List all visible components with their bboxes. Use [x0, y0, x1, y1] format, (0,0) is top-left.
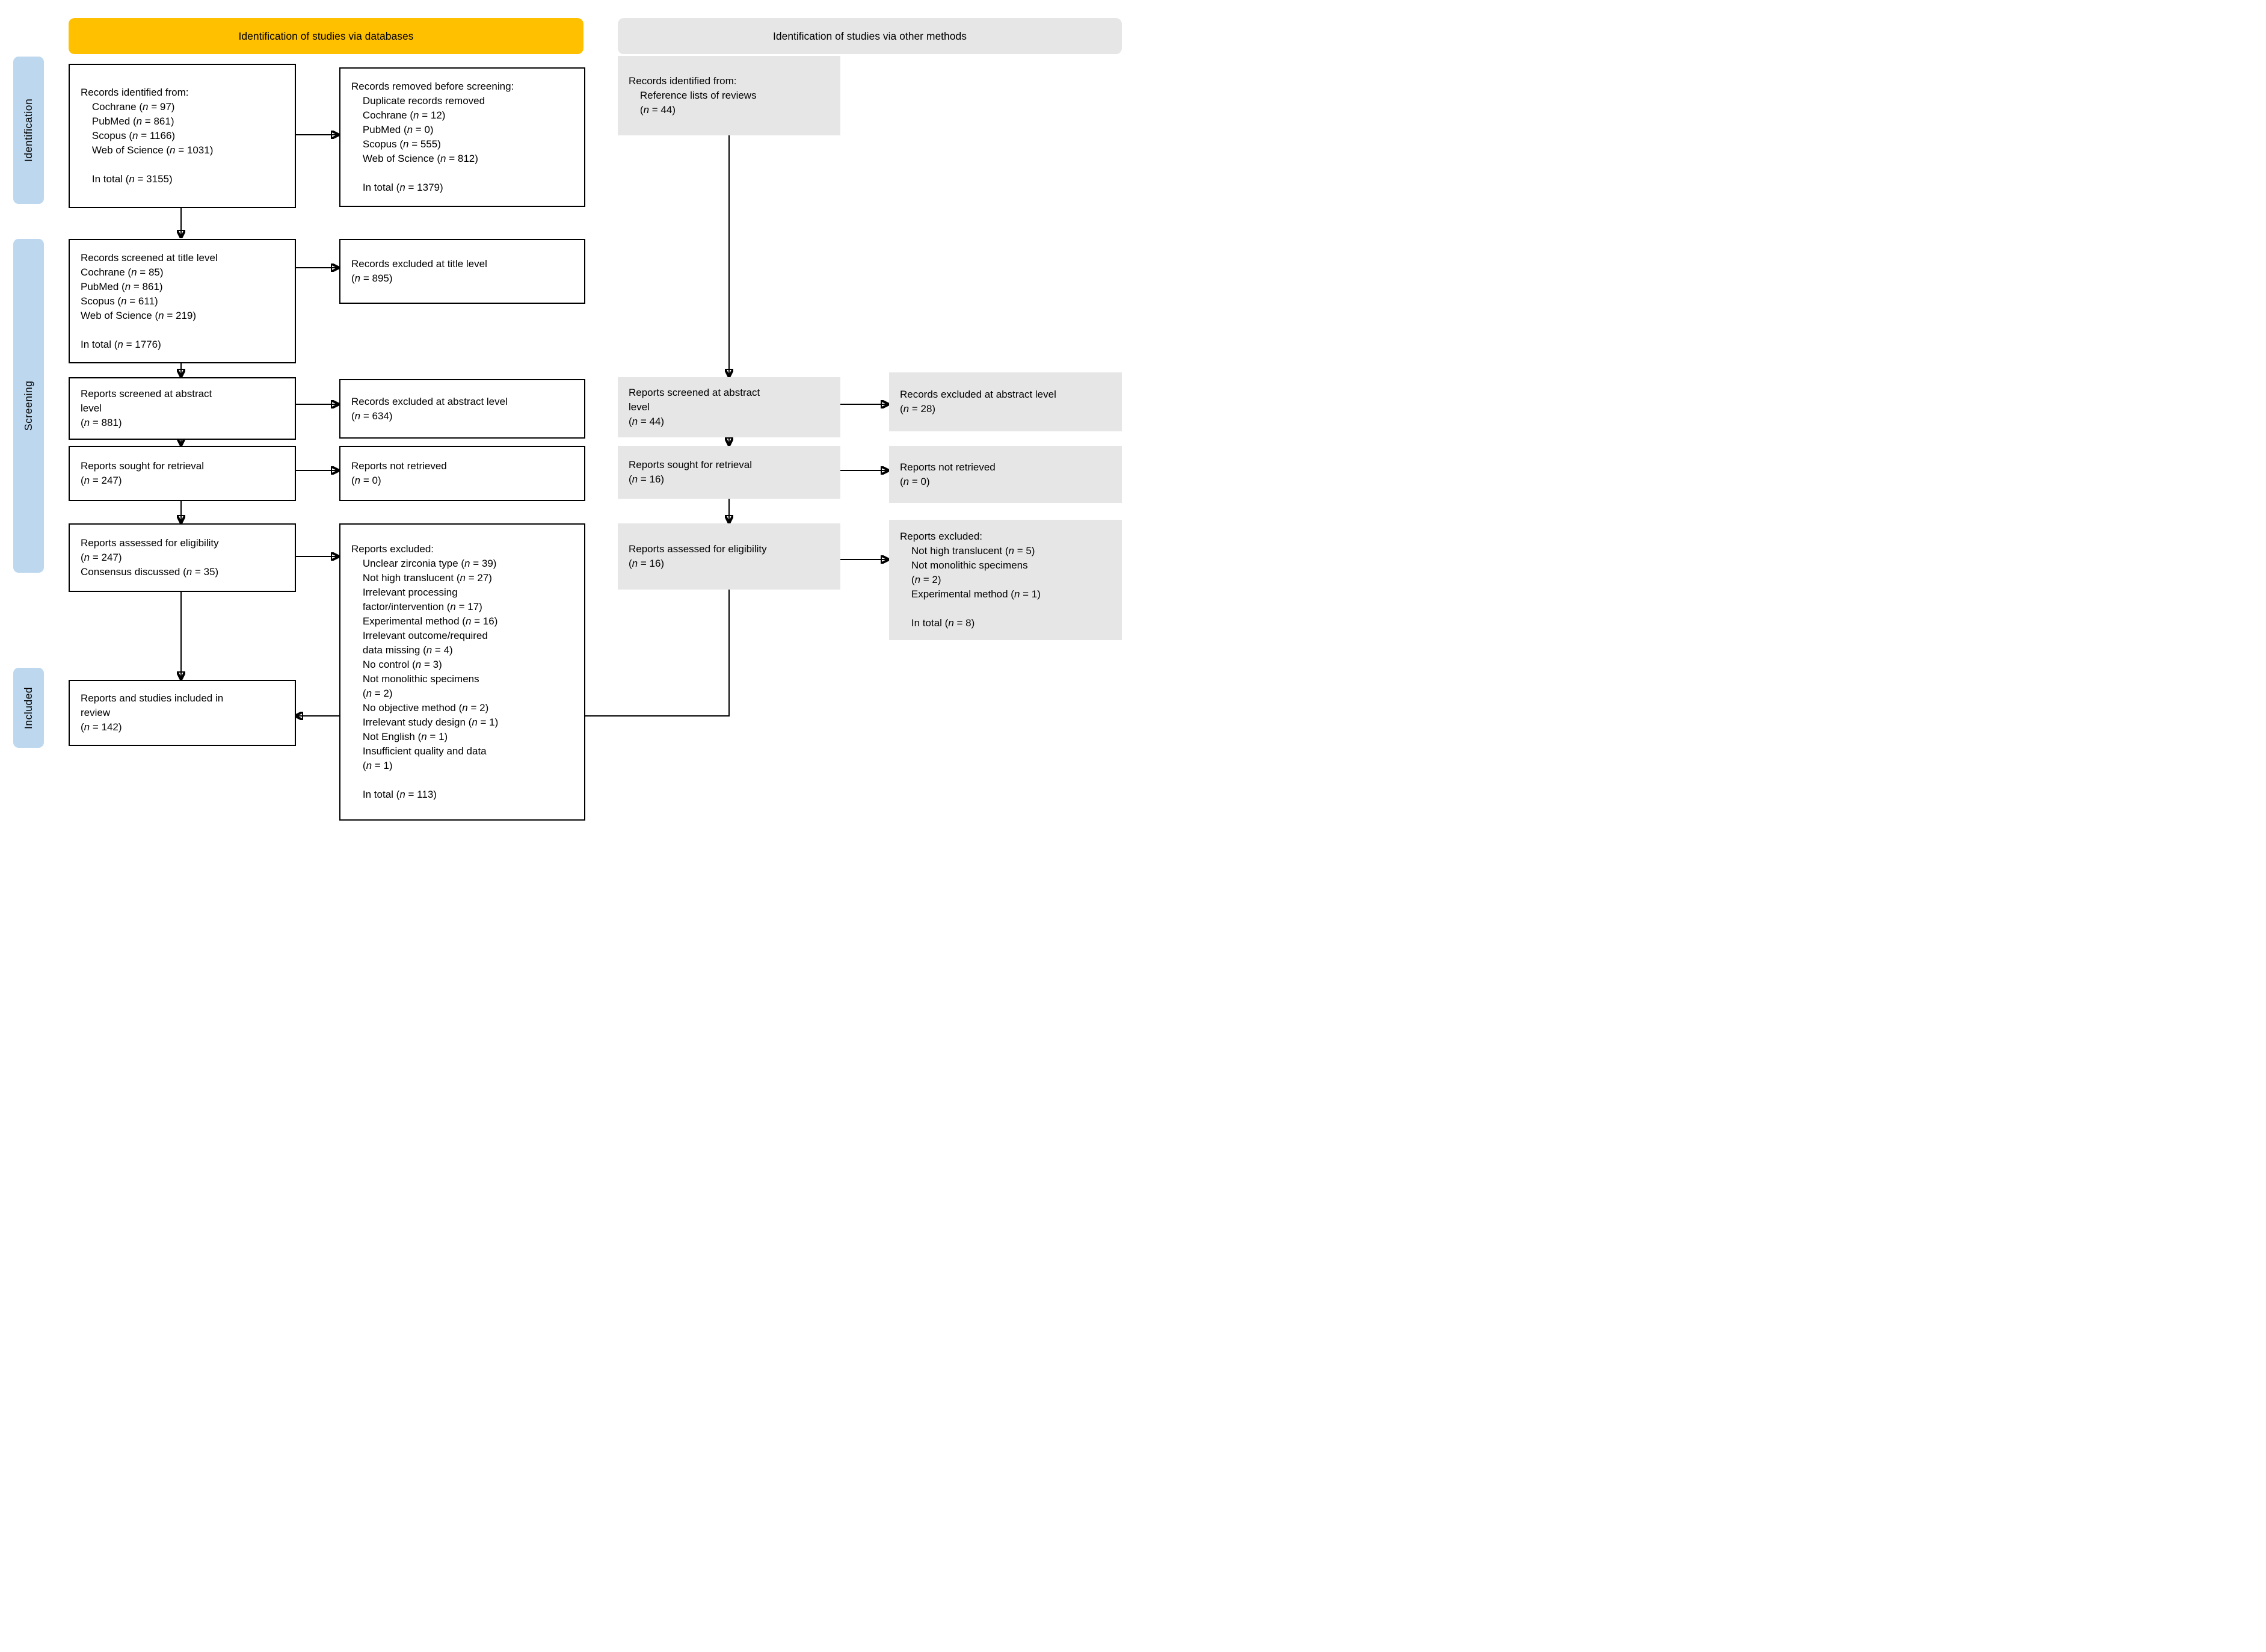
header-databases-label: Identification of studies via databases — [238, 29, 414, 42]
header-other-methods-label: Identification of studies via other meth… — [773, 29, 967, 42]
box-records-excluded-abstract-level: Records excluded at abstract level (n = … — [339, 379, 585, 439]
header-other-methods: Identification of studies via other meth… — [618, 18, 1122, 54]
box-records-identified-other-methods: Records identified from: Reference lists… — [618, 56, 840, 135]
stage-label-included: Included — [13, 668, 44, 748]
box-om-reports-screened-abstract-level: Reports screened at abstract level (n = … — [618, 377, 840, 437]
box-om-reports-excluded-reasons: Reports excluded: Not high translucent (… — [889, 520, 1122, 640]
box-records-screened-title-level: Records screened at title level Cochrane… — [69, 239, 296, 363]
box-om-records-excluded-abstract-level: Records excluded at abstract level (n = … — [889, 372, 1122, 431]
prisma-flow-diagram: Identification of studies via databases … — [0, 0, 1133, 826]
box-reports-screened-abstract-level: Reports screened at abstract level (n = … — [69, 377, 296, 440]
box-records-identified-databases: Records identified from: Cochrane (n = 9… — [69, 64, 296, 208]
box-records-removed-before-screening: Records removed before screening: Duplic… — [339, 67, 585, 207]
stage-label-identification: Identification — [13, 57, 44, 204]
box-records-excluded-title-level: Records excluded at title level (n = 895… — [339, 239, 585, 304]
box-om-reports-not-retrieved: Reports not retrieved (n = 0) — [889, 446, 1122, 503]
box-om-reports-sought-retrieval: Reports sought for retrieval (n = 16) — [618, 446, 840, 499]
header-databases: Identification of studies via databases — [69, 18, 583, 54]
box-om-reports-assessed-eligibility: Reports assessed for eligibility (n = 16… — [618, 523, 840, 590]
box-reports-not-retrieved: Reports not retrieved (n = 0) — [339, 446, 585, 501]
box-reports-assessed-eligibility: Reports assessed for eligibility (n = 24… — [69, 523, 296, 592]
box-reports-sought-retrieval: Reports sought for retrieval (n = 247) — [69, 446, 296, 501]
box-reports-excluded-reasons: Reports excluded: Unclear zirconia type … — [339, 523, 585, 821]
stage-label-screening: Screening — [13, 239, 44, 573]
box-reports-studies-included: Reports and studies included in review (… — [69, 680, 296, 746]
